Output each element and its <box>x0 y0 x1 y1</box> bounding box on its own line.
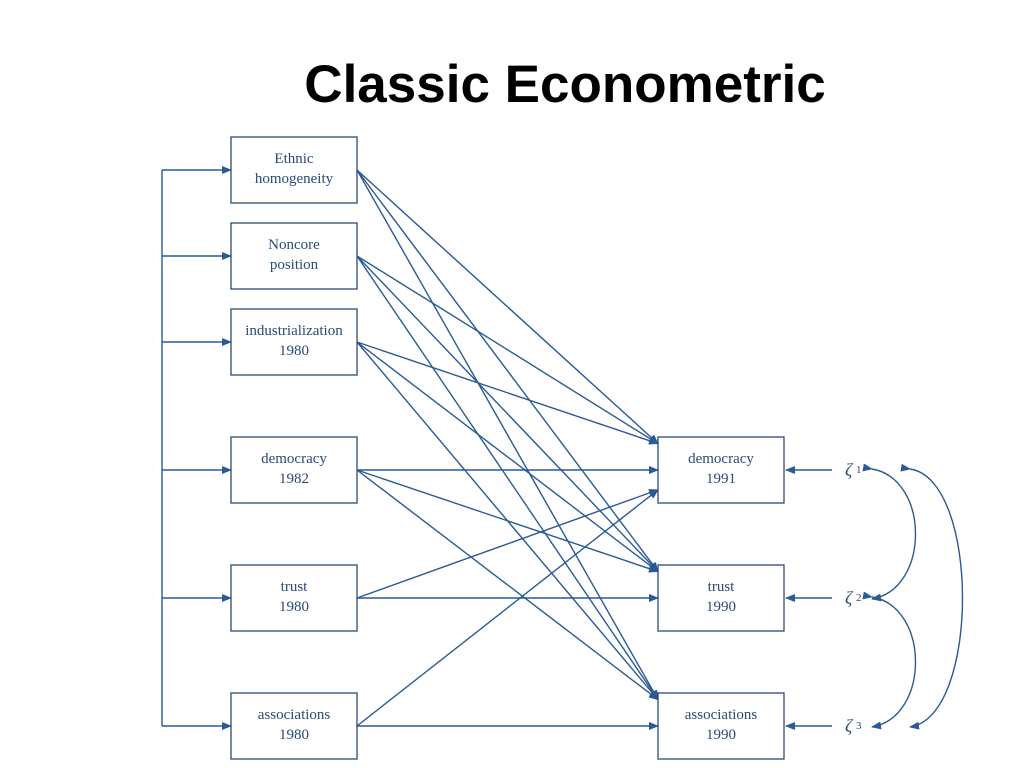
variable-label-line: Noncore <box>268 237 320 253</box>
disturbance-correlations <box>862 463 964 730</box>
path-arrow-ethnic-to-democracy1991 <box>356 169 659 445</box>
variable-label-line: 1990 <box>706 727 736 743</box>
variable-box-border <box>657 692 785 760</box>
path-arrow-ethnic-to-associations1990 <box>356 169 659 701</box>
variable-label-line: 1982 <box>279 471 309 487</box>
variable-label-line: trust <box>281 579 309 595</box>
variable-label-line: associations <box>685 707 758 723</box>
variable-label-line: 1990 <box>706 599 736 615</box>
variable-box-noncore: Noncore position <box>230 222 358 290</box>
disturbance-subscript: 1 <box>856 464 862 476</box>
path-arrows <box>356 169 659 730</box>
variable-label-line: position <box>270 257 319 273</box>
variable-box-border <box>230 436 358 504</box>
path-arrow-noncore-to-trust1990 <box>356 255 659 573</box>
disturbance-symbol: ζ <box>845 588 854 608</box>
variable-box-border <box>230 136 358 204</box>
variable-box-border <box>657 436 785 504</box>
variable-box-border <box>657 564 785 632</box>
path-arrow-ethnic-to-trust1990 <box>356 169 659 573</box>
variable-box-associations1990: associations 1990 <box>657 692 785 760</box>
disturbance-symbol: ζ <box>845 716 854 736</box>
variable-label-line: 1980 <box>279 727 309 743</box>
variable-box-democracy1982: democracy 1982 <box>230 436 358 504</box>
path-arrow-democracy1982-to-associations1990 <box>356 469 659 701</box>
exogenous-correlation-bracket <box>161 166 232 730</box>
variable-label-line: associations <box>258 707 331 723</box>
variable-box-ethnic: Ethnic homogeneity <box>230 136 358 204</box>
variable-label-line: Ethnic <box>274 151 313 167</box>
correlation-arc-1-2 <box>862 463 917 602</box>
variable-label-line: 1980 <box>279 343 309 359</box>
path-arrow-industrialization-to-democracy1991 <box>356 341 659 445</box>
variable-label-line: 1991 <box>706 471 736 487</box>
variable-label-line: democracy <box>261 451 327 467</box>
path-arrow-associations1980-to-democracy1991 <box>356 489 659 727</box>
disturbance-subscript: 2 <box>856 592 862 604</box>
variable-box-border <box>230 308 358 376</box>
variable-label-line: democracy <box>688 451 754 467</box>
path-arrow-democracy1982-to-trust1990 <box>356 469 659 573</box>
variable-box-industrialization: industrialization 1980 <box>230 308 358 376</box>
variable-box-trust1980: trust 1980 <box>230 564 358 632</box>
variable-box-democracy1991: democracy 1991 <box>657 436 785 504</box>
variable-label-line: industrialization <box>245 323 343 339</box>
variable-box-border <box>230 564 358 632</box>
correlation-arc-1-3 <box>900 463 964 730</box>
variable-label-line: homogeneity <box>255 171 334 187</box>
disturbance-subscript: 3 <box>856 720 862 732</box>
disturbance-symbol: ζ <box>845 460 854 480</box>
variable-label-line: trust <box>708 579 736 595</box>
variable-box-border <box>230 692 358 760</box>
variable-label-line: 1980 <box>279 599 309 615</box>
correlation-arc-2-3 <box>862 591 917 730</box>
path-arrow-trust1980-to-democracy1991 <box>356 489 659 599</box>
path-arrow-noncore-to-democracy1991 <box>356 255 659 445</box>
variable-box-trust1990: trust 1990 <box>657 564 785 632</box>
slide-title: Classic Econometric <box>304 55 826 114</box>
path-arrow-industrialization-to-trust1990 <box>356 341 659 573</box>
variable-box-associations1980: associations 1980 <box>230 692 358 760</box>
path-arrow-noncore-to-associations1990 <box>356 255 659 701</box>
variable-box-border <box>230 222 358 290</box>
